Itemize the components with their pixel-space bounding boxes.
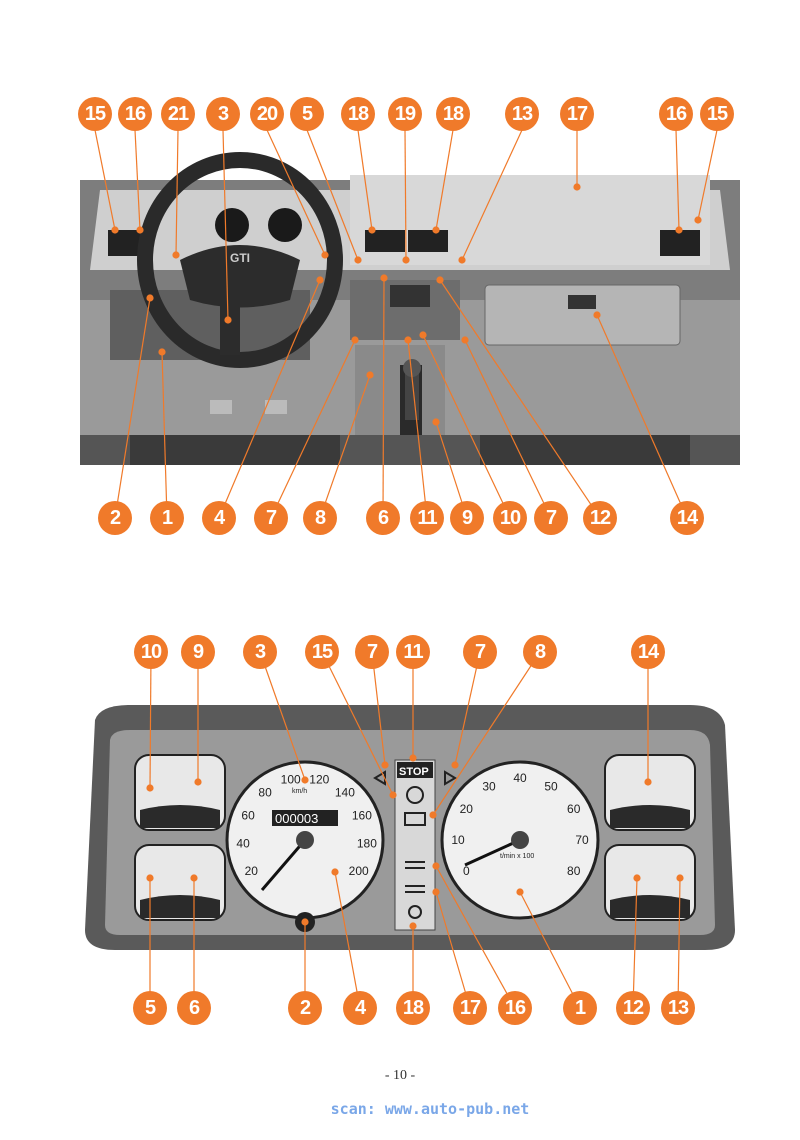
callout-13: 13 [505, 97, 539, 131]
callout-11: 11 [396, 635, 430, 669]
callout-3: 3 [206, 97, 240, 131]
callout-17: 17 [560, 97, 594, 131]
callout-18: 18 [436, 97, 470, 131]
tachometer-tick-label: 50 [544, 779, 558, 793]
dashboard-illustration: GTI [80, 129, 740, 519]
instrument-cluster-illustration: 000003 km/h t/min x 100 STOP 20406080100… [85, 651, 735, 1009]
callout-15: 15 [78, 97, 112, 131]
tachometer-ticks: 0 10 20 30 40 50 60 70 80 [451, 771, 589, 878]
callout-7: 7 [463, 635, 497, 669]
dashboard-figure: GTI [0, 90, 800, 540]
callout-6: 6 [177, 991, 211, 1025]
callout-4: 4 [202, 501, 236, 535]
callout-9: 9 [181, 635, 215, 669]
tachometer-tick-label: 20 [460, 802, 474, 816]
callout-18: 18 [341, 97, 375, 131]
tacho-unit: t/min x 100 [500, 853, 534, 860]
tachometer-tick-label: 30 [482, 779, 496, 793]
callout-14: 14 [670, 501, 704, 535]
tachometer-tick-label: 70 [575, 833, 589, 847]
callout-7: 7 [355, 635, 389, 669]
callout-6: 6 [366, 501, 400, 535]
callout-16: 16 [659, 97, 693, 131]
callout-18: 18 [396, 991, 430, 1025]
speedometer-tick-label: 20 [245, 864, 259, 878]
callout-2: 2 [98, 501, 132, 535]
callout-10: 10 [493, 501, 527, 535]
speedometer-tick-label: 80 [258, 786, 272, 800]
tachometer-tick-label: 0 [463, 864, 470, 878]
tachometer-tick-label: 60 [567, 802, 581, 816]
tachometer-tick-label: 40 [513, 771, 527, 785]
speedometer-tick-label: 140 [335, 786, 355, 800]
scan-credit: scan: www.auto-pub.net [330, 1100, 530, 1118]
callout-7: 7 [254, 501, 288, 535]
tachometer-tick-label: 80 [567, 864, 581, 878]
callout-16: 16 [498, 991, 532, 1025]
callout-16: 16 [118, 97, 152, 131]
callout-3: 3 [243, 635, 277, 669]
speedometer-tick-label: 160 [352, 808, 372, 822]
speedometer-tick-label: 180 [357, 837, 377, 851]
callout-17: 17 [453, 991, 487, 1025]
callout-13: 13 [661, 991, 695, 1025]
odometer-readout: 000003 [275, 811, 318, 826]
speedometer-tick-label: 200 [349, 864, 369, 878]
callout-8: 8 [523, 635, 557, 669]
callout-5: 5 [290, 97, 324, 131]
callout-15: 15 [700, 97, 734, 131]
callout-11: 11 [410, 501, 444, 535]
callout-14: 14 [631, 635, 665, 669]
callout-7: 7 [534, 501, 568, 535]
stop-warning-label: STOP [399, 766, 429, 778]
speedometer-tick-label: 60 [241, 808, 255, 822]
callout-8: 8 [303, 501, 337, 535]
callout-10: 10 [134, 635, 168, 669]
callout-12: 12 [583, 501, 617, 535]
callout-1: 1 [150, 501, 184, 535]
callout-19: 19 [388, 97, 422, 131]
steering-wheel-badge: GTI [230, 251, 250, 265]
speedometer-tick-label: 40 [236, 837, 250, 851]
callout-20: 20 [250, 97, 284, 131]
page-number: - 10 - [384, 1068, 416, 1083]
callout-15: 15 [305, 635, 339, 669]
callout-9: 9 [450, 501, 484, 535]
callout-1: 1 [563, 991, 597, 1025]
callout-4: 4 [343, 991, 377, 1025]
speedometer-tick-label: 100 [281, 773, 301, 787]
speedometer-tick-label: 120 [309, 773, 329, 787]
tachometer-tick-label: 10 [451, 833, 465, 847]
callout-21: 21 [161, 97, 195, 131]
speed-unit: km/h [292, 788, 307, 795]
callout-5: 5 [133, 991, 167, 1025]
callout-2: 2 [288, 991, 322, 1025]
callout-12: 12 [616, 991, 650, 1025]
